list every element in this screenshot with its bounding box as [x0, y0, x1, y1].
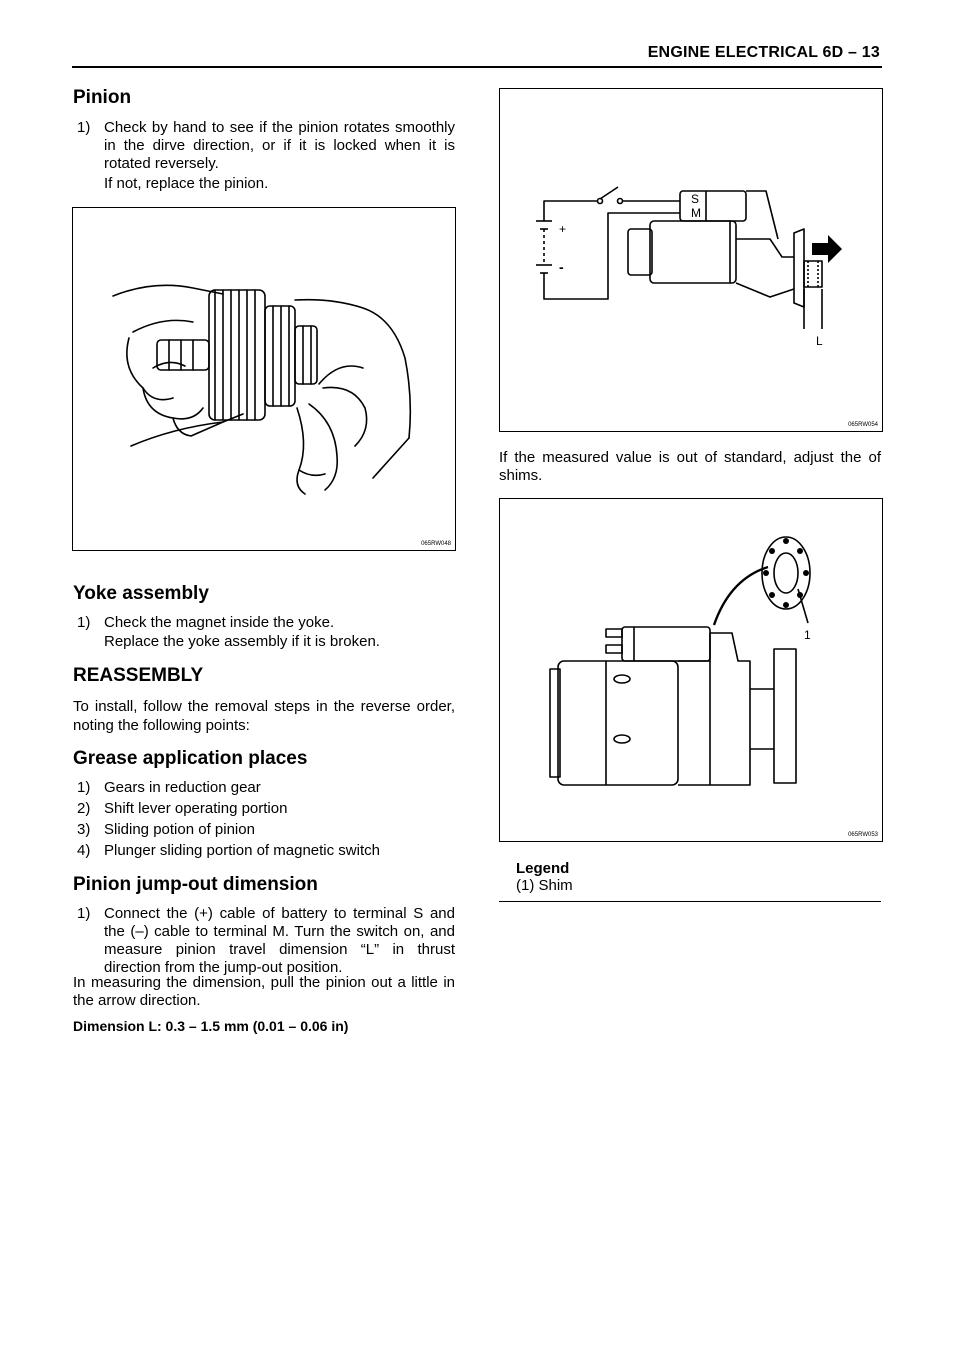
starter-shim-illustration [549, 536, 811, 786]
terminal-m-label: M [691, 206, 701, 220]
step-number: 1) [77, 614, 91, 631]
dimension-spec: Dimension L: 0.3 – 1.5 mm (0.01 – 0.06 i… [73, 1018, 349, 1034]
step-text: Connect the (+) cable of battery to term… [104, 905, 455, 976]
jumpout-note: In measuring the dimension, pull the pin… [73, 974, 455, 1009]
figure-code: 065RW054 [848, 422, 878, 428]
shims-text: If the measured value is out of standard… [499, 449, 881, 484]
legend-item-shim: (1) Shim [516, 877, 573, 894]
circuit-figure: S M + - L 065RW054 [499, 88, 883, 432]
item-number: 3) [77, 821, 91, 838]
grease-item-3: 3) Sliding potion of pinion [77, 821, 455, 839]
circuit-illustration [536, 186, 842, 329]
grease-heading: Grease application places [73, 748, 308, 769]
legend-title: Legend [516, 860, 570, 877]
page-header: ENGINE ELECTRICAL 6D – 13 [647, 44, 880, 61]
yoke-heading: Yoke assembly [73, 583, 209, 604]
item-number: 1) [77, 779, 91, 796]
legend-rule [499, 901, 881, 902]
shim-figure: 1 065RW053 [499, 498, 883, 842]
pinion-note: If not, replace the pinion. [104, 175, 269, 192]
step-text: Check the magnet inside the yoke. [104, 614, 335, 631]
yoke-note: Replace the yoke assembly if it is broke… [104, 633, 380, 650]
reassembly-intro: To install, follow the removal steps in … [73, 698, 455, 734]
item-text: Shift lever operating portion [104, 800, 288, 817]
jumpout-step-1: 1) Connect the (+) cable of battery to t… [77, 905, 455, 977]
grease-item-1: 1) Gears in reduction gear [77, 779, 455, 797]
reassembly-heading: REASSEMBLY [73, 665, 204, 686]
step-text: Check by hand to see if the pinion rotat… [104, 119, 455, 172]
item-text: Sliding potion of pinion [104, 821, 255, 838]
grease-item-4: 4) Plunger sliding portion of magnetic s… [77, 842, 455, 860]
header-rule [72, 66, 882, 68]
figure-code: 065RW053 [848, 832, 878, 838]
item-number: 2) [77, 800, 91, 817]
pinion-figure: 065RW048 [72, 207, 456, 551]
pinion-step-1: 1) Check by hand to see if the pinion ro… [77, 119, 455, 173]
step-number: 1) [77, 119, 91, 136]
pinion-heading: Pinion [73, 87, 132, 108]
shim-callout: 1 [804, 628, 811, 642]
step-number: 1) [77, 905, 91, 922]
item-text: Gears in reduction gear [104, 779, 261, 796]
yoke-step-1: 1) Check the magnet inside the yoke. [77, 614, 455, 632]
grease-item-2: 2) Shift lever operating portion [77, 800, 455, 818]
item-number: 4) [77, 842, 91, 859]
jumpout-heading: Pinion jump-out dimension [73, 874, 318, 895]
dimension-l-label: L [816, 334, 823, 348]
item-text: Plunger sliding portion of magnetic swit… [104, 842, 380, 859]
figure-code: 065RW048 [421, 541, 451, 547]
terminal-s-label: S [691, 192, 700, 206]
battery-plus-label: + [559, 222, 567, 236]
battery-minus-label: - [559, 259, 564, 275]
pinion-hand-illustration [112, 284, 412, 495]
